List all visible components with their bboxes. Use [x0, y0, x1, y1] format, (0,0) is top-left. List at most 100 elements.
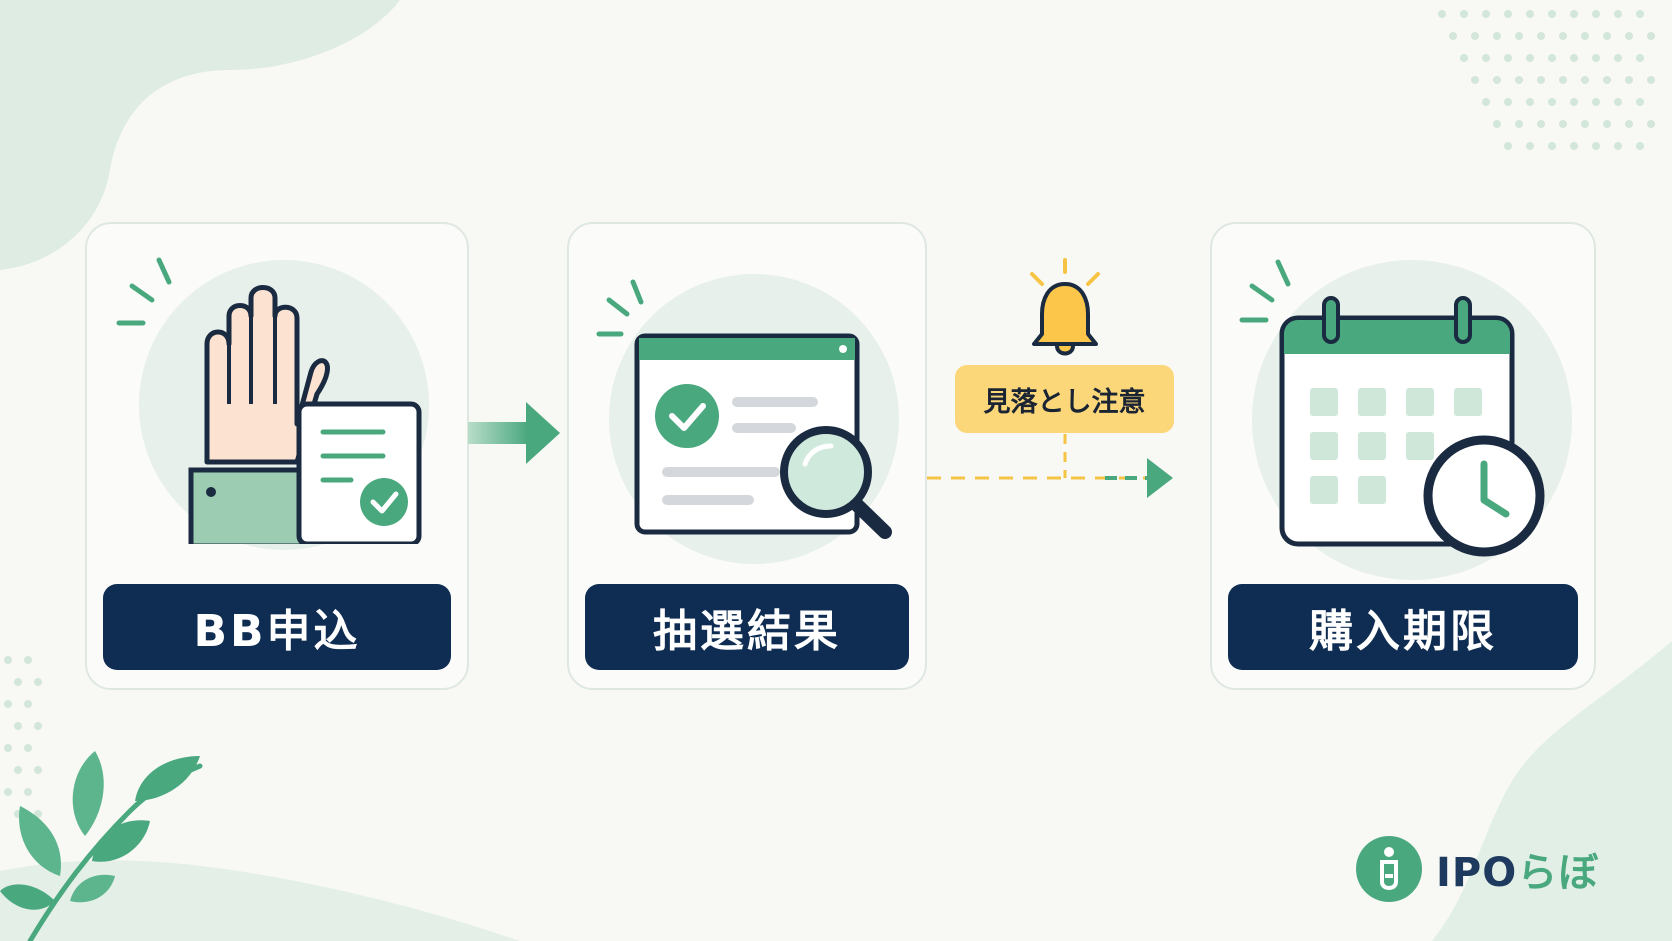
decorative-dot	[14, 722, 22, 730]
decorative-dot	[1526, 142, 1534, 150]
decorative-dot	[1559, 32, 1567, 40]
decorative-dot	[1504, 10, 1512, 18]
logo-wordmark: IPOらぼ	[1436, 840, 1599, 898]
background-blob-bottom-left	[0, 860, 520, 941]
background-blob-top-left	[0, 0, 400, 270]
calendar-day-cell	[1310, 388, 1338, 416]
decorative-dot	[1592, 54, 1600, 62]
decorative-dot	[1559, 76, 1567, 84]
decorative-dot	[1493, 32, 1501, 40]
decorative-dot	[1614, 98, 1622, 106]
step-label: BB申込	[103, 584, 451, 670]
calendar-day-cell	[1406, 432, 1434, 460]
decorative-dot	[1548, 54, 1556, 62]
calendar-day-cell	[1406, 388, 1434, 416]
calendar-day-cell	[1310, 432, 1338, 460]
decorative-dot	[1526, 10, 1534, 18]
decorative-dot	[1647, 76, 1655, 84]
decorative-dot	[1592, 10, 1600, 18]
decorative-dot	[34, 810, 42, 818]
calendar-day-cell	[1358, 388, 1386, 416]
decorative-dot	[1647, 32, 1655, 40]
decorative-dot	[1603, 32, 1611, 40]
decorative-dot	[1471, 32, 1479, 40]
decorative-dot	[14, 678, 22, 686]
decorative-dot	[4, 656, 12, 664]
step-card-bb-application: BB申込	[85, 222, 469, 690]
decorative-dot	[1636, 142, 1644, 150]
decorative-dot	[1581, 120, 1589, 128]
decorative-dot	[1548, 98, 1556, 106]
bell-icon	[1030, 258, 1100, 356]
decorative-dot	[1570, 54, 1578, 62]
decorative-dot	[24, 744, 32, 752]
decorative-dot	[1460, 10, 1468, 18]
decorative-dot	[4, 744, 12, 752]
decorative-dot	[1636, 10, 1644, 18]
step-label: 購入期限	[1228, 584, 1578, 670]
decorative-dot	[1482, 10, 1490, 18]
decorative-dot	[24, 700, 32, 708]
calendar-day-cell	[1358, 432, 1386, 460]
decorative-dot	[1515, 32, 1523, 40]
decorative-dot	[1515, 76, 1523, 84]
decorative-dot	[1570, 98, 1578, 106]
decorative-dot	[1460, 54, 1468, 62]
dot-pattern-top-right	[1438, 10, 1655, 150]
dashed-flow-arrow	[927, 434, 1173, 498]
decorative-dot	[1570, 10, 1578, 18]
decorative-dot	[24, 656, 32, 664]
decorative-dot	[1603, 76, 1611, 84]
decorative-dot	[1526, 98, 1534, 106]
decorative-dot	[34, 766, 42, 774]
dot-pattern-left	[4, 656, 42, 818]
decorative-dot	[34, 722, 42, 730]
browser-check-search-icon	[596, 279, 892, 539]
decorative-dot	[1614, 10, 1622, 18]
decorative-dot	[1482, 54, 1490, 62]
flow-arrow-1	[468, 402, 560, 464]
decorative-dot	[1504, 142, 1512, 150]
decorative-dot	[1625, 32, 1633, 40]
decorative-dot	[1636, 54, 1644, 62]
decorative-dot	[1504, 54, 1512, 62]
decorative-dot	[4, 788, 12, 796]
step-card-lottery-result: 抽選結果	[567, 222, 927, 690]
calendar-day-cell	[1454, 388, 1482, 416]
step-label: 抽選結果	[585, 584, 909, 670]
decorative-dot	[1614, 54, 1622, 62]
decorative-dot	[1515, 120, 1523, 128]
decorative-dot	[1570, 142, 1578, 150]
leaf-branch-illustration	[0, 751, 203, 941]
decorative-dot	[1548, 10, 1556, 18]
test-tube-i-icon	[1356, 836, 1422, 902]
decorative-dot	[1581, 76, 1589, 84]
decorative-dot	[1493, 120, 1501, 128]
raised-hand-icon	[116, 257, 422, 544]
decorative-dot	[1592, 98, 1600, 106]
brand-logo: IPOらぼ	[1356, 834, 1599, 904]
logo-text-latin: IPO	[1436, 850, 1518, 896]
decorative-dot	[14, 766, 22, 774]
step-card-purchase-deadline: 購入期限	[1210, 222, 1596, 690]
decorative-dot	[1449, 32, 1457, 40]
decorative-dot	[1603, 120, 1611, 128]
logo-text-kana: らぼ	[1517, 850, 1600, 896]
decorative-dot	[1493, 76, 1501, 84]
decorative-dot	[1482, 98, 1490, 106]
decorative-dot	[1537, 76, 1545, 84]
calendar-clock-icon	[1239, 259, 1545, 557]
decorative-dot	[24, 788, 32, 796]
decorative-dot	[1625, 120, 1633, 128]
decorative-dot	[1647, 120, 1655, 128]
background-blob-bottom-right	[1432, 641, 1672, 941]
warning-badge: 見落とし注意	[955, 365, 1174, 433]
decorative-dot	[1636, 98, 1644, 106]
decorative-dot	[1526, 54, 1534, 62]
decorative-dot	[1537, 120, 1545, 128]
decorative-dot	[1614, 142, 1622, 150]
decorative-dot	[1592, 142, 1600, 150]
decorative-dot	[1438, 10, 1446, 18]
decorative-dot	[34, 678, 42, 686]
decorative-dot	[1625, 76, 1633, 84]
